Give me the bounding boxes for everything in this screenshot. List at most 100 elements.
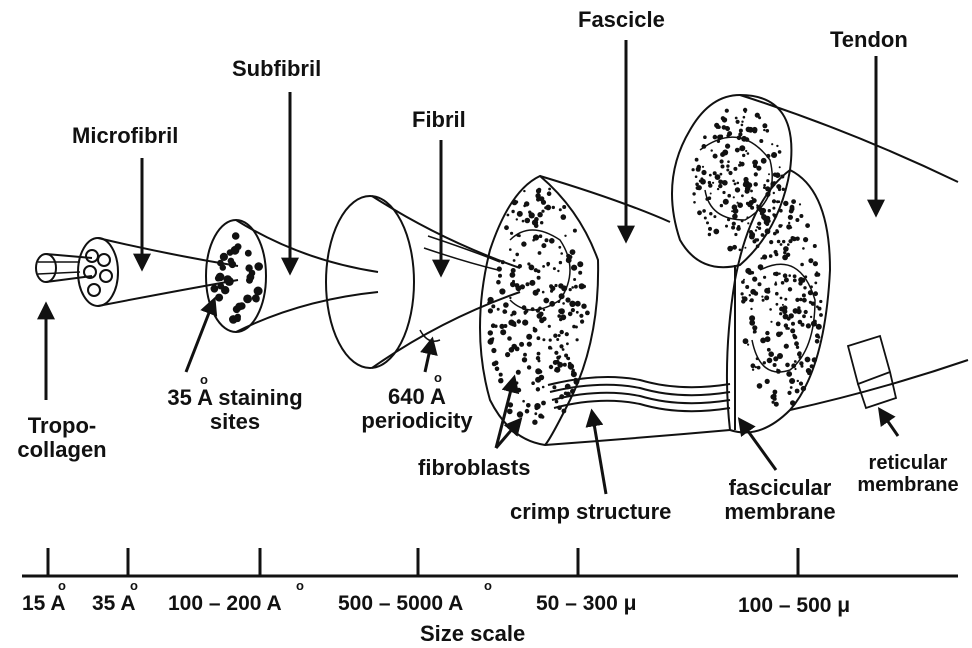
- label-reticular-membrane: reticular membrane: [848, 452, 968, 496]
- texture-dot: [802, 247, 805, 250]
- label-tropocollagen-line2: collagen: [12, 438, 112, 462]
- texture-dot: [574, 379, 580, 385]
- texture-dot: [795, 298, 799, 302]
- texture-dot: [778, 150, 782, 154]
- texture-dot: [552, 385, 556, 389]
- texture-dot: [235, 303, 243, 311]
- texture-dot: [581, 304, 586, 309]
- texture-dot: [741, 280, 745, 284]
- texture-dot: [491, 348, 496, 353]
- texture-dot: [790, 386, 793, 389]
- texture-dot: [733, 167, 737, 171]
- texture-dot: [776, 200, 779, 203]
- texture-dot: [527, 365, 531, 369]
- texture-dot: [765, 379, 770, 384]
- texture-dot: [509, 347, 515, 353]
- texture-dot: [731, 226, 735, 230]
- texture-dot: [569, 288, 572, 291]
- texture-dot: [761, 296, 763, 298]
- texture-dot: [713, 135, 718, 140]
- texture-dot: [504, 225, 509, 230]
- texture-dot: [562, 409, 567, 414]
- texture-dot: [799, 298, 803, 302]
- texture-dot: [771, 143, 773, 145]
- texture-dot: [737, 225, 740, 228]
- texture-dot: [526, 282, 530, 286]
- texture-dot: [509, 297, 511, 299]
- texture-dot: [559, 344, 563, 348]
- texture-dot: [517, 319, 521, 323]
- subfibril-drawing: [206, 220, 378, 332]
- texture-dot: [807, 371, 811, 375]
- texture-dot: [542, 318, 545, 321]
- texture-dot: [709, 174, 712, 177]
- texture-dot: [718, 184, 722, 188]
- texture-dot: [515, 347, 520, 352]
- texture-dot: [533, 290, 539, 296]
- texture-dot: [783, 201, 788, 206]
- texture-dot: [764, 295, 769, 300]
- texture-dot: [513, 259, 516, 262]
- texture-dot: [752, 127, 758, 133]
- texture-dot: [487, 302, 489, 304]
- texture-dot: [211, 285, 219, 293]
- texture-dot: [515, 253, 519, 257]
- texture-dot: [571, 286, 574, 289]
- texture-dot: [516, 370, 521, 375]
- texture-dot: [216, 273, 225, 282]
- label-staining-sites: 35 A staining sites: [150, 386, 320, 434]
- texture-dot: [805, 357, 811, 363]
- texture-dot: [783, 273, 788, 278]
- texture-dot: [763, 129, 765, 131]
- texture-dot: [717, 140, 720, 143]
- texture-dot: [805, 223, 810, 228]
- texture-dot: [523, 190, 525, 192]
- texture-dot: [790, 328, 795, 333]
- texture-dot: [562, 348, 565, 351]
- texture-dot: [549, 365, 553, 369]
- texture-dot: [541, 243, 546, 248]
- texture-dot: [746, 216, 748, 218]
- texture-dot: [771, 152, 777, 158]
- texture-dot: [758, 264, 764, 270]
- texture-dot: [801, 386, 806, 391]
- texture-dot: [747, 152, 750, 155]
- texture-dot: [800, 263, 804, 267]
- texture-dot: [215, 294, 223, 302]
- texture-dot: [516, 285, 522, 291]
- texture-dot: [571, 308, 575, 312]
- texture-dot: [770, 394, 775, 399]
- arrow-fascicular-membrane: [740, 420, 776, 470]
- texture-dot: [538, 414, 543, 419]
- texture-dot: [511, 210, 514, 213]
- texture-dot: [794, 360, 797, 363]
- texture-dot: [489, 338, 494, 343]
- texture-dot: [768, 351, 774, 357]
- label-periodicity-line1: 640 A: [352, 385, 482, 409]
- size-scale-title: Size scale: [420, 622, 525, 646]
- texture-dot: [773, 181, 776, 184]
- texture-dot: [774, 250, 778, 254]
- texture-dot: [722, 180, 728, 186]
- texture-dot: [813, 244, 817, 248]
- texture-dot: [773, 390, 778, 395]
- texture-dot: [553, 360, 558, 365]
- arrow-periodicity: [425, 340, 432, 372]
- texture-dot: [774, 283, 777, 286]
- texture-dot: [752, 325, 757, 330]
- label-microfibril: Microfibril: [72, 124, 178, 148]
- texture-dot: [737, 182, 740, 185]
- texture-dot: [540, 221, 543, 224]
- texture-dot: [510, 232, 513, 235]
- texture-dot: [756, 244, 760, 248]
- texture-dot: [743, 338, 749, 344]
- texture-dot: [562, 205, 566, 209]
- texture-dot: [815, 339, 820, 344]
- texture-dot: [560, 252, 563, 255]
- label-fascicle: Fascicle: [578, 8, 665, 32]
- texture-dot: [516, 234, 519, 237]
- texture-dot: [556, 338, 559, 341]
- label-staining-line1: 35 A staining: [150, 386, 320, 410]
- texture-dot: [522, 220, 525, 223]
